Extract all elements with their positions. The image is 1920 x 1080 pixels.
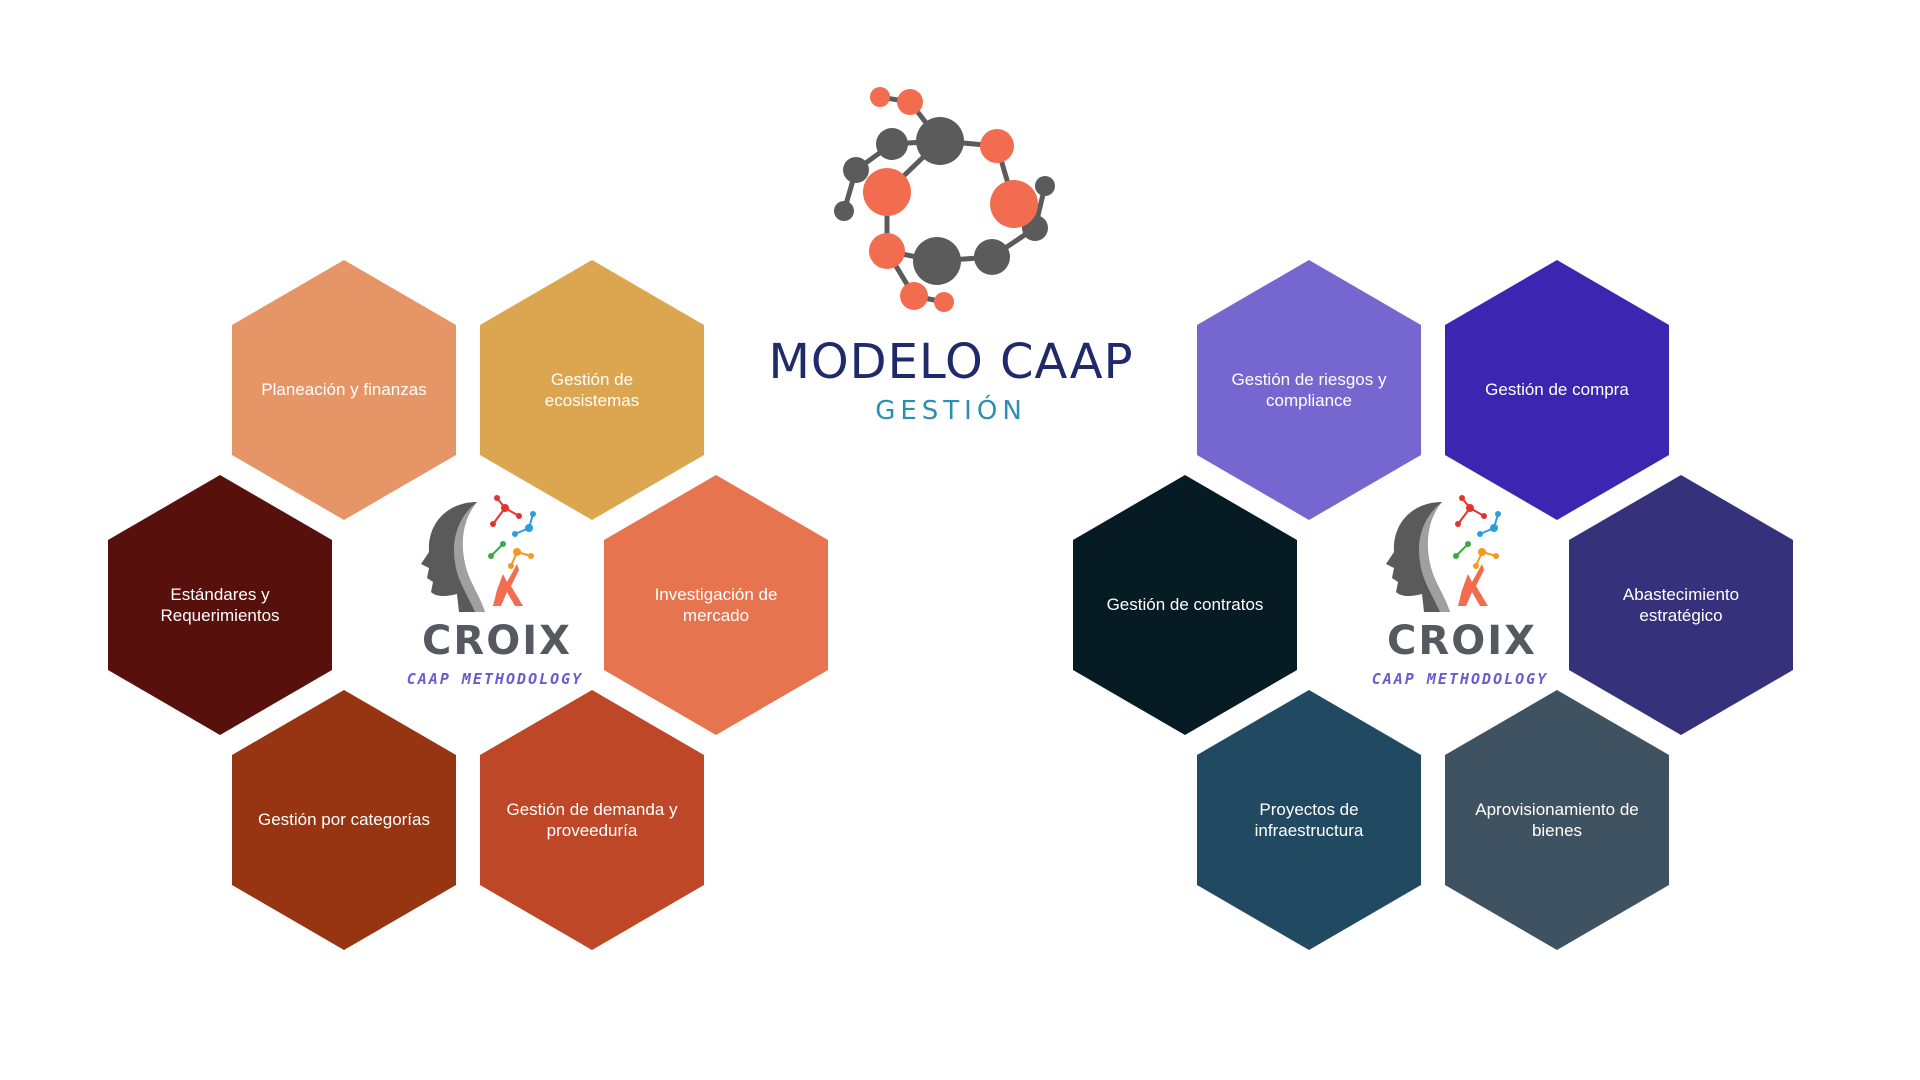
- croix-tagline: CAAP METHODOLOGY: [1371, 670, 1549, 688]
- left-hexagon-1: Planeación y finanzas: [232, 260, 456, 520]
- head-profile-icon: [1386, 495, 1501, 612]
- left-hexagon-5: Gestión por categorías: [232, 690, 456, 950]
- right-hexagon-4: Abastecimiento estratégico: [1569, 475, 1793, 735]
- croix-wordmark: CROIX: [422, 618, 572, 664]
- croix-logo-right: CROIX CAAP METHODOLOGY: [1362, 494, 1602, 694]
- left-hexagon-6: Gestión de demanda y proveeduría: [480, 690, 704, 950]
- croix-wordmark: CROIX: [1387, 618, 1537, 664]
- title-block: MODELO CAAP GESTIÓN: [735, 338, 1167, 426]
- page-title: MODELO CAAP: [768, 334, 1134, 390]
- right-hexagon-2: Gestión de compra: [1445, 260, 1669, 520]
- right-hexagon-5: Proyectos de infraestructura: [1197, 690, 1421, 950]
- croix-tagline: CAAP METHODOLOGY: [406, 670, 584, 688]
- left-hexagon-2: Gestión de ecosistemas: [480, 260, 704, 520]
- croix-logo-left: CROIX CAAP METHODOLOGY: [397, 494, 637, 694]
- right-hexagon-3: Gestión de contratos: [1073, 475, 1297, 735]
- head-profile-icon: [421, 495, 536, 612]
- right-hexagon-1: Gestión de riesgos y compliance: [1197, 260, 1421, 520]
- left-hexagon-4: Investigación de mercado: [604, 475, 828, 735]
- molecule-logo-icon: [834, 87, 1055, 312]
- left-hexagon-3: Estándares y Requerimientos: [108, 475, 332, 735]
- right-hexagon-6: Aprovisionamiento de bienes: [1445, 690, 1669, 950]
- page-subtitle: GESTIÓN: [875, 396, 1027, 426]
